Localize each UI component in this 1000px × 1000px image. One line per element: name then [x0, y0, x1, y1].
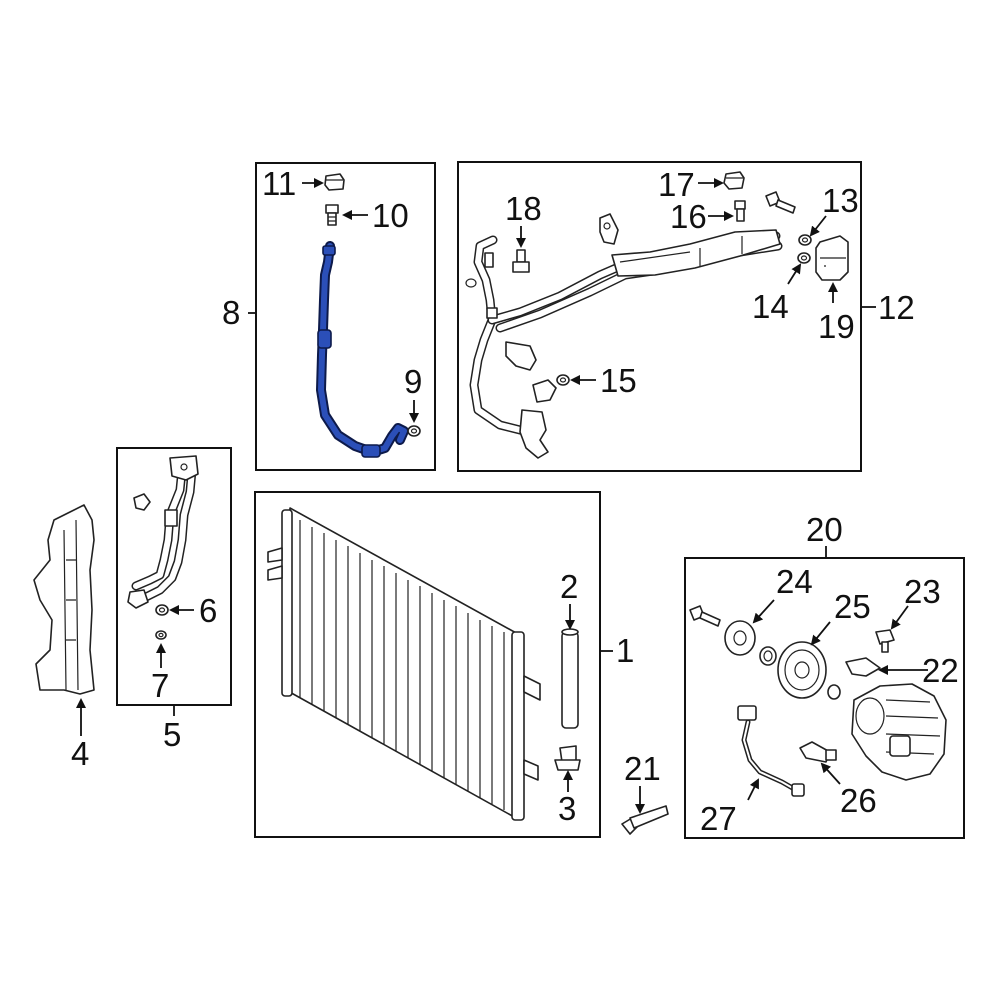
- part-7-o-ring[interactable]: [155, 630, 167, 640]
- part-16-valve-core[interactable]: [734, 200, 746, 222]
- callout-15: 15: [600, 362, 637, 399]
- part-5-discharge-hose[interactable]: [127, 455, 199, 609]
- box-group-1: [254, 491, 601, 838]
- callout-18: 18: [505, 190, 542, 227]
- callout-8: 8: [222, 294, 240, 331]
- callout-7: 7: [151, 667, 169, 704]
- part-12-bolt[interactable]: [765, 191, 796, 214]
- part-3-plug[interactable]: [554, 745, 581, 771]
- callout-25: 25: [834, 588, 871, 625]
- callout-9: 9: [404, 363, 422, 400]
- part-24-hub[interactable]: [724, 620, 756, 656]
- callout-20: 20: [806, 511, 843, 548]
- part-17-cap[interactable]: [723, 171, 745, 190]
- callout-6: 6: [199, 592, 217, 629]
- callout-19: 19: [818, 308, 855, 345]
- part-6-o-ring[interactable]: [155, 604, 169, 616]
- part-27-harness[interactable]: [737, 705, 805, 797]
- part-22-bracket[interactable]: [845, 657, 881, 677]
- part-2-filter-drier[interactable]: [561, 628, 579, 729]
- callout-26: 26: [840, 782, 877, 819]
- part-25-pulley[interactable]: [777, 641, 827, 699]
- leader-23: [890, 605, 909, 630]
- callout-24: 24: [776, 563, 813, 600]
- callout-3: 3: [558, 790, 576, 827]
- leader-14: [787, 263, 802, 285]
- part-11-cap[interactable]: [324, 173, 345, 191]
- box-group-12: [457, 161, 862, 472]
- callout-1: 1: [616, 632, 634, 669]
- callout-17: 17: [658, 166, 695, 203]
- part-25-washer[interactable]: [827, 684, 841, 700]
- callout-27: 27: [700, 800, 737, 837]
- part-8-suction-hose[interactable]: [316, 241, 409, 458]
- callout-12: 12: [878, 289, 915, 326]
- part-4-air-guard[interactable]: [33, 504, 95, 695]
- leader-27: [747, 778, 759, 801]
- part-21-bolt[interactable]: [621, 805, 669, 835]
- part-26-pressure-switch[interactable]: [799, 741, 837, 763]
- leader-25: [810, 621, 831, 646]
- callout-10: 10: [372, 197, 409, 234]
- part-24-bolt[interactable]: [689, 605, 721, 627]
- part-20-compressor[interactable]: [851, 683, 947, 781]
- callout-11: 11: [262, 165, 296, 202]
- part-12-liquid-line[interactable]: [465, 213, 783, 459]
- part-23-bolt[interactable]: [875, 629, 895, 653]
- part-1-condenser[interactable]: [267, 507, 541, 821]
- leader-26: [820, 762, 841, 785]
- part-19-expansion-valve[interactable]: [815, 235, 849, 281]
- callout-22: 22: [922, 652, 959, 689]
- part-5-clip[interactable]: [133, 493, 151, 511]
- part-9-o-ring[interactable]: [407, 425, 421, 437]
- box-group-8: [255, 162, 436, 471]
- part-10-valve-core[interactable]: [325, 204, 339, 226]
- callout-16: 16: [670, 198, 707, 235]
- leader-13: [809, 215, 827, 237]
- callout-21: 21: [624, 750, 661, 787]
- leader-24: [752, 599, 775, 624]
- callout-5: 5: [163, 716, 181, 753]
- part-14-o-ring[interactable]: [797, 252, 811, 264]
- callout-13: 13: [822, 182, 859, 219]
- callout-23: 23: [904, 573, 941, 610]
- part-24-snap-ring[interactable]: [759, 646, 777, 666]
- box-group-20: [684, 557, 965, 839]
- part-15-o-ring[interactable]: [556, 374, 570, 386]
- callout-14: 14: [752, 288, 789, 325]
- callout-4: 4: [71, 735, 89, 772]
- part-18-bolt[interactable]: [512, 249, 530, 273]
- part-13-o-ring[interactable]: [798, 234, 812, 246]
- callout-2: 2: [560, 568, 578, 605]
